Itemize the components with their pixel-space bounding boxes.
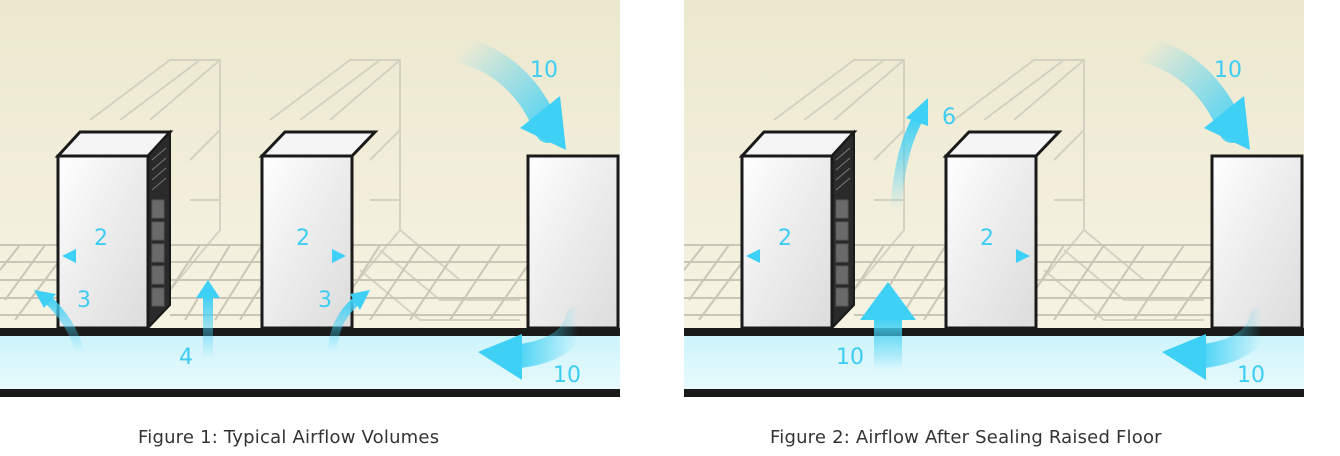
figure-2-caption: Figure 2: Airflow After Sealing Raised F… (770, 427, 1162, 448)
floor-tile-up-arrow (196, 280, 220, 358)
middle-rack-exhaust-arrow (956, 249, 1030, 263)
floor-tile-up-arrow (860, 282, 916, 370)
crac-unit (1210, 154, 1304, 330)
middle-server-rack (942, 130, 1063, 330)
floor-tile-label: 10 (836, 345, 864, 370)
left-rack-exhaust-arrow (746, 249, 819, 263)
subfloor (0, 389, 620, 397)
crac-return-arrow (449, 37, 566, 150)
crac-unit (526, 154, 620, 330)
floor-tile-label: 4 (179, 345, 193, 370)
middle-rack-exhaust-label: 2 (296, 226, 310, 251)
background-rack-rows (773, 59, 1204, 321)
figure-1-diagram: 2 2 3 4 3 10 10 (0, 0, 620, 397)
crac-supply-label: 10 (553, 363, 581, 388)
crac-supply-label: 10 (1237, 363, 1265, 388)
left-server-rack (54, 129, 174, 331)
crac-return-arrow (1133, 37, 1250, 150)
crac-supply-arrow (478, 306, 590, 380)
middle-server-rack (258, 130, 379, 330)
middle-rack-exhaust-label: 2 (980, 226, 994, 251)
figure-1-panel: 2 2 3 4 3 10 10 (0, 0, 620, 400)
floor-tile-grid (684, 244, 1213, 321)
subfloor (684, 389, 1304, 397)
crac-return-label: 10 (530, 58, 558, 83)
raised-floor-deck (684, 328, 1304, 336)
right-bypass-label: 3 (318, 288, 332, 313)
floor-tile-grid (0, 244, 529, 321)
figure-2-diagram: 2 2 6 10 10 10 (684, 0, 1304, 397)
left-bypass-arrow (34, 290, 85, 354)
up-flow-arrow (890, 98, 928, 211)
left-server-rack (738, 129, 858, 331)
crac-return-label: 10 (1214, 58, 1242, 83)
figure-2-panel: 2 2 6 10 10 10 (684, 0, 1304, 400)
middle-rack-exhaust-arrow (272, 249, 346, 263)
left-rack-exhaust-label: 2 (778, 226, 792, 251)
up-flow-label: 6 (942, 105, 956, 130)
raised-floor-deck (0, 328, 620, 336)
crac-supply-arrow (1162, 306, 1274, 380)
left-bypass-label: 3 (77, 288, 91, 313)
left-rack-exhaust-arrow (62, 249, 135, 263)
figure-1-caption: Figure 1: Typical Airflow Volumes (138, 427, 440, 448)
left-rack-exhaust-label: 2 (94, 226, 108, 251)
right-bypass-arrow (327, 290, 370, 353)
